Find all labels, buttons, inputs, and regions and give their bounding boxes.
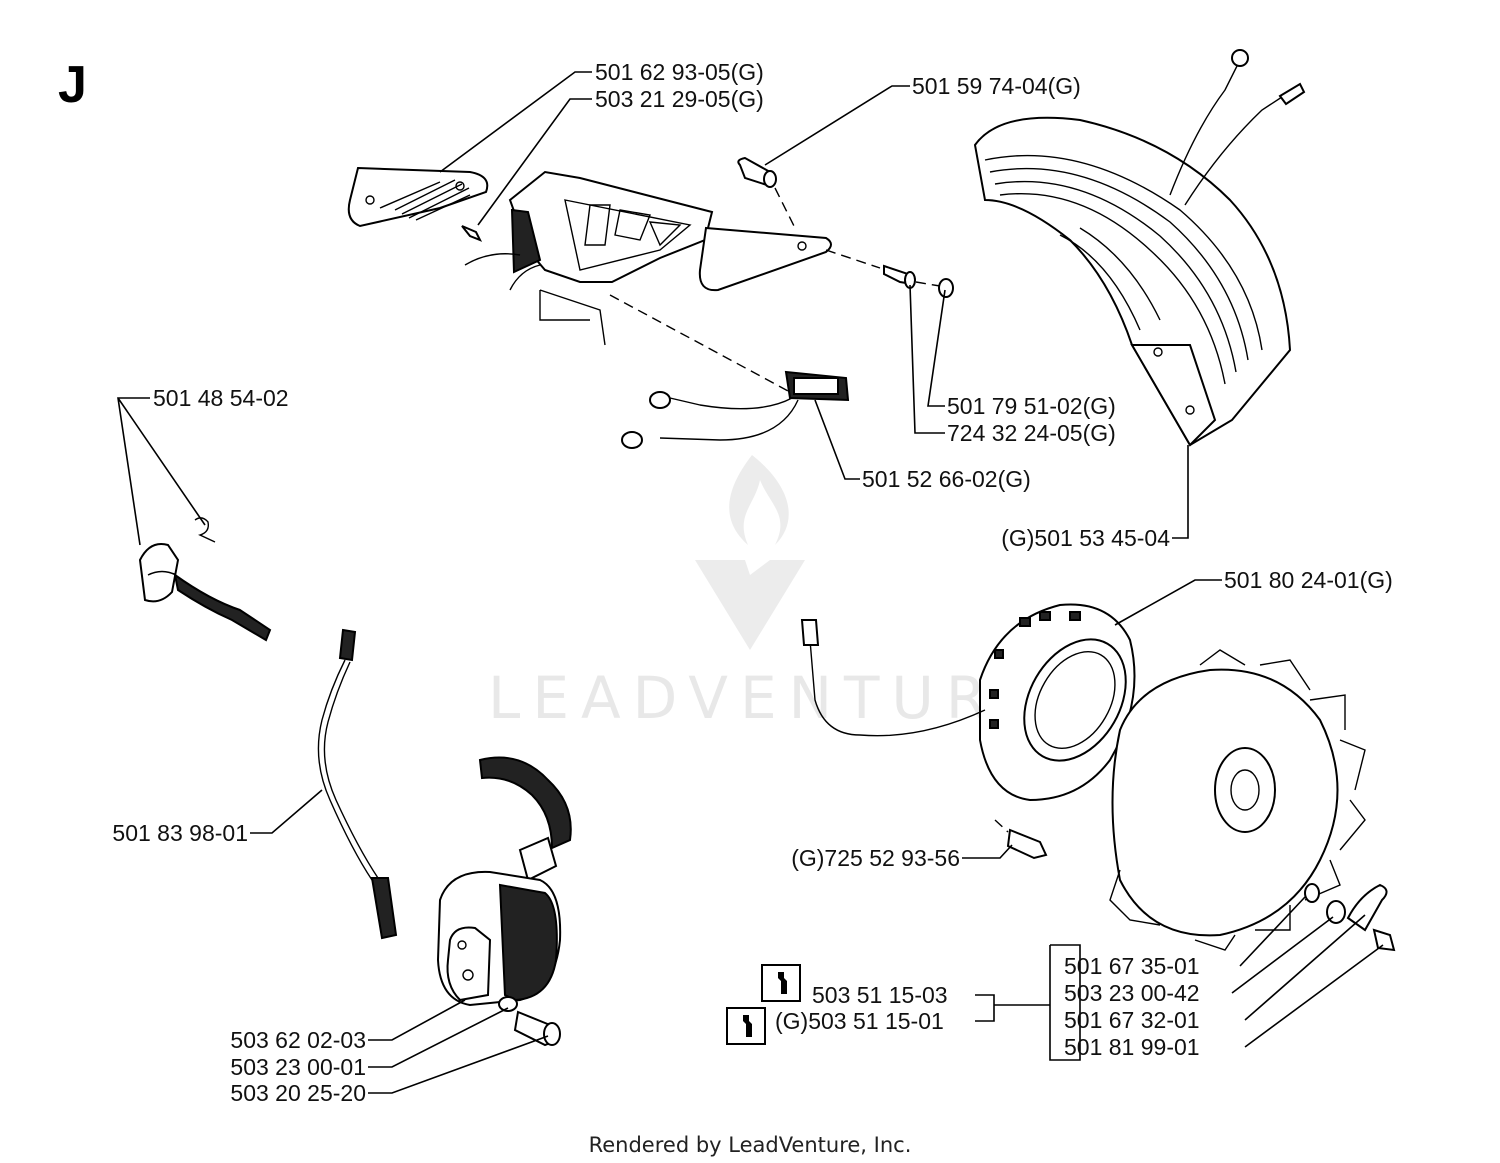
part-label: 501 62 93-05(G): [595, 59, 764, 85]
switch-bracket-drawing: [347, 156, 954, 449]
hv-lead-drawing: [317, 628, 398, 940]
flywheel-drawing: [800, 603, 1396, 952]
stop-switch-drawing: [138, 517, 272, 642]
part-label: 501 81 99-01: [1064, 1034, 1200, 1060]
part-label: 501 79 51-02(G): [947, 393, 1116, 419]
part-label: 501 83 98-01: [112, 820, 248, 846]
part-label: 501 80 24-01(G): [1224, 567, 1393, 593]
part-label: 503 23 00-42: [1064, 980, 1200, 1006]
part-label: (G)725 52 93-56: [791, 845, 960, 871]
part-label: 724 32 24-05(G): [947, 420, 1116, 446]
part-label: 503 51 15-03: [812, 982, 948, 1008]
wrench-icon: [726, 1007, 766, 1045]
part-label: (G)503 51 15-01: [775, 1008, 944, 1034]
leader-lines: [117, 71, 1384, 1094]
part-label: (G)501 53 45-04: [1001, 525, 1170, 551]
part-label: 501 48 54-02: [153, 385, 289, 411]
ignition-module-drawing: [436, 756, 572, 1047]
part-label: 501 67 35-01: [1064, 953, 1200, 979]
part-label: 503 23 00-01: [230, 1054, 366, 1080]
footer-credit: Rendered by LeadVenture, Inc.: [589, 1133, 912, 1157]
part-label: 503 20 25-20: [230, 1080, 366, 1106]
watermark-text: LEADVENTURE: [488, 664, 1047, 732]
part-label: 501 52 66-02(G): [862, 466, 1031, 492]
part-label: 501 59 74-04(G): [912, 73, 1081, 99]
wrench-icon: [761, 964, 801, 1002]
watermark: LEADVENTURE: [488, 455, 1047, 732]
part-label: 503 62 02-03: [230, 1027, 366, 1053]
part-label: 501 67 32-01: [1064, 1007, 1200, 1033]
part-label: 503 21 29-05(G): [595, 86, 764, 112]
coil-bundle-drawing: [973, 49, 1306, 447]
section-letter: J: [58, 56, 87, 114]
